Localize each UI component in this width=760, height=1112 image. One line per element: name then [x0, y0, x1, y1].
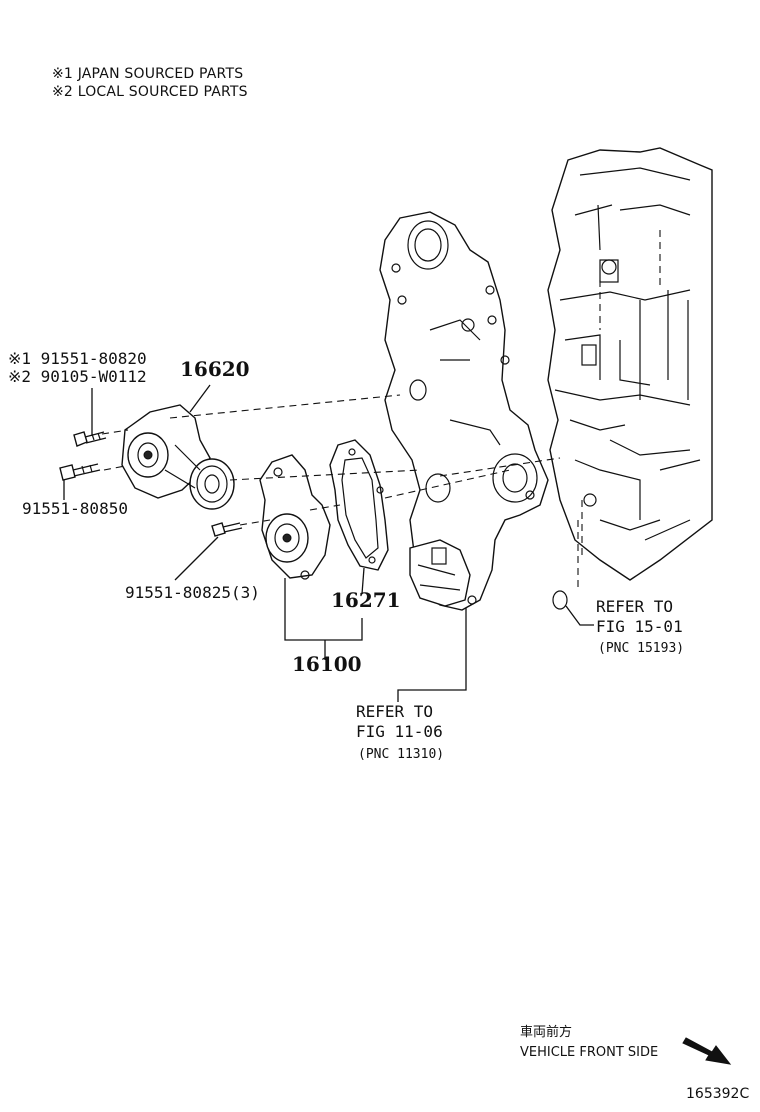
o-ring-part: [552, 590, 568, 610]
gasket-16271-illustration: [329, 439, 389, 571]
part-number-label: ※2 90105-W0112: [8, 367, 147, 386]
vehicle-front-label-jp: 車両前方: [520, 1024, 572, 1040]
refer-to-label: REFER TO: [356, 702, 433, 721]
refer-figure-label: FIG 11-06: [356, 722, 443, 741]
bolt-lower-illustration: [59, 463, 101, 481]
water-pump-illustration: [259, 454, 331, 580]
part-number-label: 16271: [331, 588, 401, 612]
part-number-label: 16620: [180, 357, 250, 381]
bolt-upper-illustration: [73, 431, 107, 447]
part-number-label: 16100: [292, 652, 362, 676]
note-japan-sourced: ※1 JAPAN SOURCED PARTS: [52, 66, 243, 82]
note-local-sourced: ※2 LOCAL SOURCED PARTS: [52, 84, 248, 100]
part-number-label: 91551-80825(3): [125, 583, 260, 602]
front-direction-arrow-icon: [682, 1037, 732, 1065]
part-number-label: ※1 91551-80820: [8, 349, 147, 368]
engine-block-illustration: [547, 147, 713, 581]
figure-id: 165392C: [686, 1086, 749, 1102]
refer-to-label: REFER TO: [596, 597, 673, 616]
refer-pnc-label: (PNC 11310): [358, 747, 444, 762]
belt-tensioner-illustration: [121, 404, 235, 510]
vehicle-front-label: VEHICLE FRONT SIDE: [520, 1045, 658, 1060]
part-number-label: 91551-80850: [22, 499, 128, 518]
refer-pnc-label: (PNC 15193): [598, 641, 684, 656]
timing-chain-cover-illustration: [379, 211, 549, 611]
refer-figure-label: FIG 15-01: [596, 617, 683, 636]
bolt-pump-illustration: [211, 522, 243, 537]
